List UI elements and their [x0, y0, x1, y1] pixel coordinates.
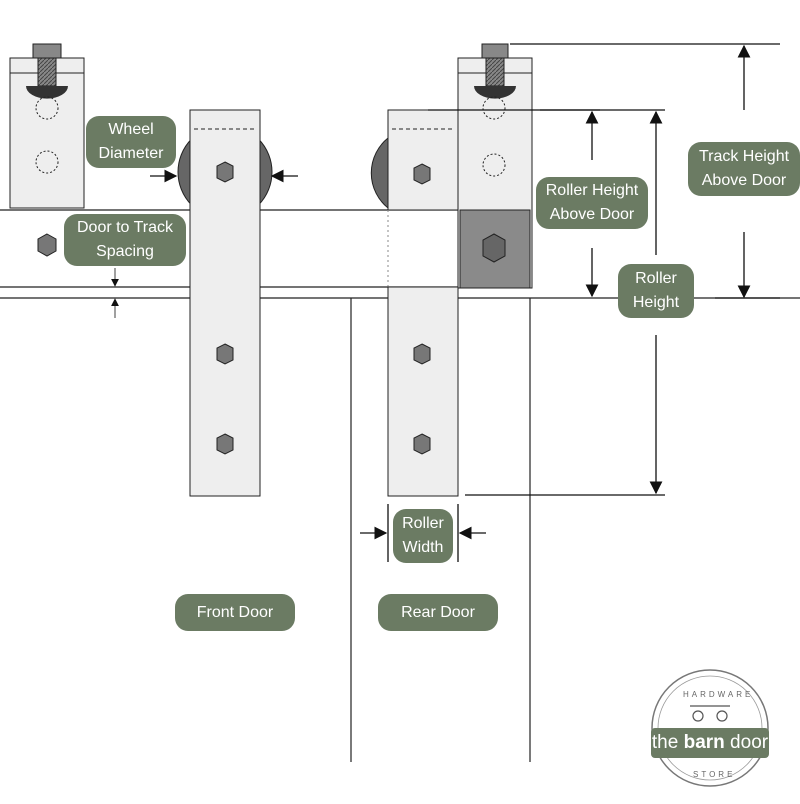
- rear-roller: [370, 109, 459, 497]
- left-wall-bracket: [9, 43, 85, 209]
- front-roller: [177, 109, 273, 497]
- dimension-lines: [111, 43, 780, 562]
- track-bolt: [37, 233, 57, 257]
- rear-door-panel: [350, 298, 531, 762]
- right-wall-bracket: [457, 43, 533, 289]
- the-barn-door-logo: HARDWARE the barn door STORE: [645, 674, 775, 804]
- logo-name: the barn door: [651, 728, 769, 758]
- logo-bottom-text: STORE: [693, 770, 736, 779]
- front-door-label: Front Door: [175, 594, 295, 631]
- rear-door-label: Rear Door: [378, 594, 498, 631]
- logo-top-text: HARDWARE: [683, 690, 754, 699]
